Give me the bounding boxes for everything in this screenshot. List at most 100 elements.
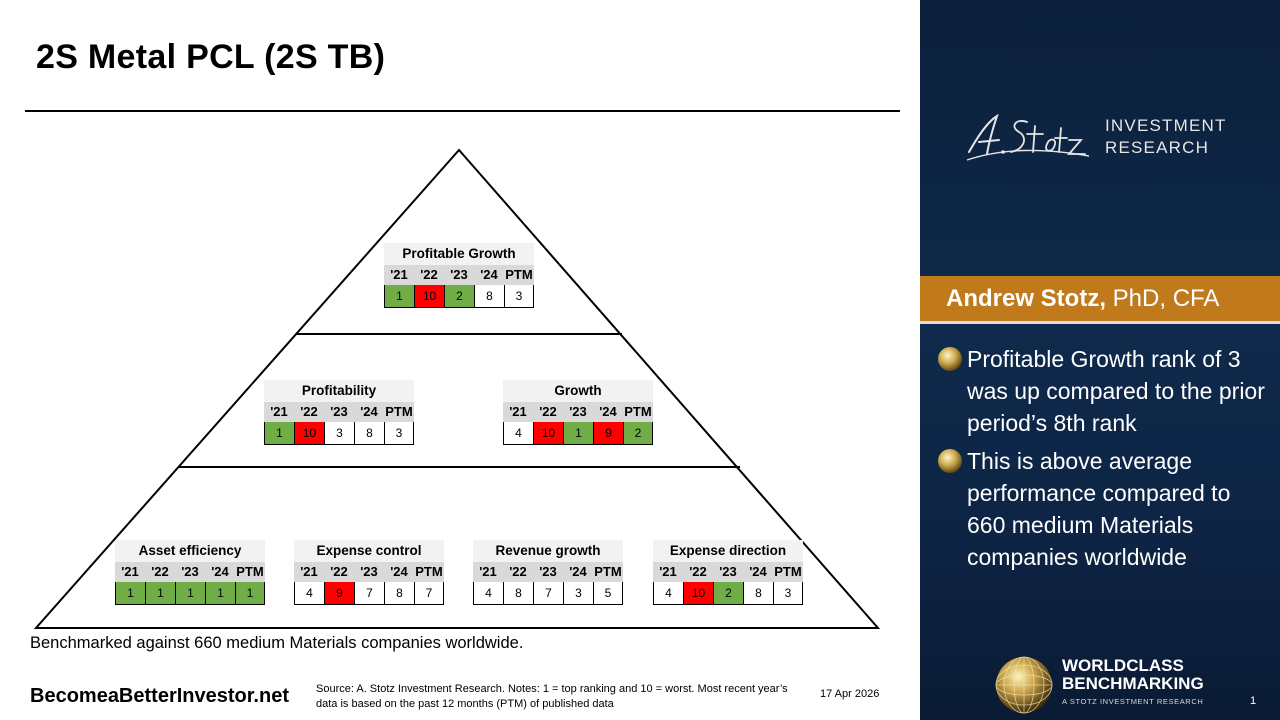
rank-cell: 8 [503,582,533,604]
insight-bullet: This is above average performance compar… [938,445,1268,573]
rank-cell: 4 [503,422,533,444]
rank-cell: 2 [623,422,653,444]
year-header: '21 [659,564,677,579]
box-title: Profitability [264,380,414,402]
report-date: 17 Apr 2026 [820,688,880,700]
rank-cell: 1 [205,582,235,604]
year-header: '21 [121,564,139,579]
author-credentials: PhD, CFA [1106,285,1220,312]
bullet-text: This is above average performance compar… [967,448,1231,570]
year-header: '23 [330,404,348,419]
box-title: Expense direction [653,540,803,562]
year-header: '22 [689,564,707,579]
wcb-line-2: BENCHMARKING [1062,674,1204,693]
year-header-row: '21 '22 '23 '24 PTM [294,562,444,582]
rank-cell: 5 [593,582,623,604]
insight-bullets: Profitable Growth rank of 3 was up compa… [938,343,1268,579]
year-header: '22 [300,404,318,419]
rank-cell: 3 [773,582,803,604]
year-header: '24 [749,564,767,579]
rank-cell: 8 [474,285,504,307]
year-header: PTM [236,564,264,579]
rank-cell: 10 [414,285,444,307]
page-number: 1 [1250,695,1257,707]
wcb-subtitle: A STOTZ INVESTMENT RESEARCH [1062,697,1204,706]
rank-cell: 1 [115,582,145,604]
year-header: '24 [390,564,408,579]
year-header: '24 [211,564,229,579]
worldclass-globe-icon [995,656,1053,714]
rank-cell: 8 [384,582,414,604]
rank-cell: 2 [713,582,743,604]
rank-cell: 9 [593,422,623,444]
logo-line-1: INVESTMENT [1105,116,1227,135]
rank-cell: 9 [324,582,354,604]
year-header: PTM [594,564,622,579]
year-header: PTM [774,564,802,579]
worldclass-logo-text: WORLDCLASS BENCHMARKING [1062,657,1204,693]
box-title: Growth [503,380,653,402]
year-header: '24 [360,404,378,419]
rank-cell: 8 [354,422,384,444]
insight-bullet: Profitable Growth rank of 3 was up compa… [938,343,1268,439]
year-header: '21 [300,564,318,579]
rank-cell: 1 [235,582,265,604]
website-link[interactable]: BecomeaBetterInvestor.net [30,685,289,707]
logo-line-2: RESEARCH [1105,138,1210,157]
box-title: Revenue growth [473,540,623,562]
name-bar-underline [920,321,1280,324]
year-header: '23 [719,564,737,579]
rank-cell: 4 [653,582,683,604]
rank-cell: 10 [533,422,563,444]
source-note: Source: A. Stotz Investment Research. No… [316,683,788,710]
author-panel [920,0,1280,720]
pyramid-outline [33,148,881,629]
year-header: '22 [151,564,169,579]
logo-text: INVESTMENT RESEARCH [1105,115,1227,159]
year-header: '22 [330,564,348,579]
rank-cell: 1 [175,582,205,604]
gold-globe-icon [938,449,962,473]
year-header: '23 [539,564,557,579]
year-header: '24 [480,267,498,282]
rank-cell: 7 [533,582,563,604]
stotz-signature-logo [966,113,1090,161]
year-header: '21 [509,404,527,419]
rank-cell: 3 [563,582,593,604]
year-header: '22 [509,564,527,579]
author-name-bar: Andrew Stotz, PhD, CFA [920,276,1280,321]
rank-cell: 3 [324,422,354,444]
rank-cell: 8 [743,582,773,604]
rank-cell: 3 [384,422,414,444]
year-header: '23 [360,564,378,579]
rank-cell: 2 [444,285,474,307]
bullet-text: Profitable Growth rank of 3 was up compa… [967,346,1265,436]
year-header: '23 [450,267,468,282]
year-header: '24 [569,564,587,579]
box-title: Expense control [294,540,444,562]
rank-cell: 4 [473,582,503,604]
title-divider [25,110,900,112]
rank-cell: 1 [384,285,414,307]
year-header: '22 [539,404,557,419]
author-name: Andrew Stotz, [946,285,1106,312]
rank-cell: 4 [294,582,324,604]
year-header: PTM [415,564,443,579]
year-header: '21 [270,404,288,419]
year-header: '24 [599,404,617,419]
